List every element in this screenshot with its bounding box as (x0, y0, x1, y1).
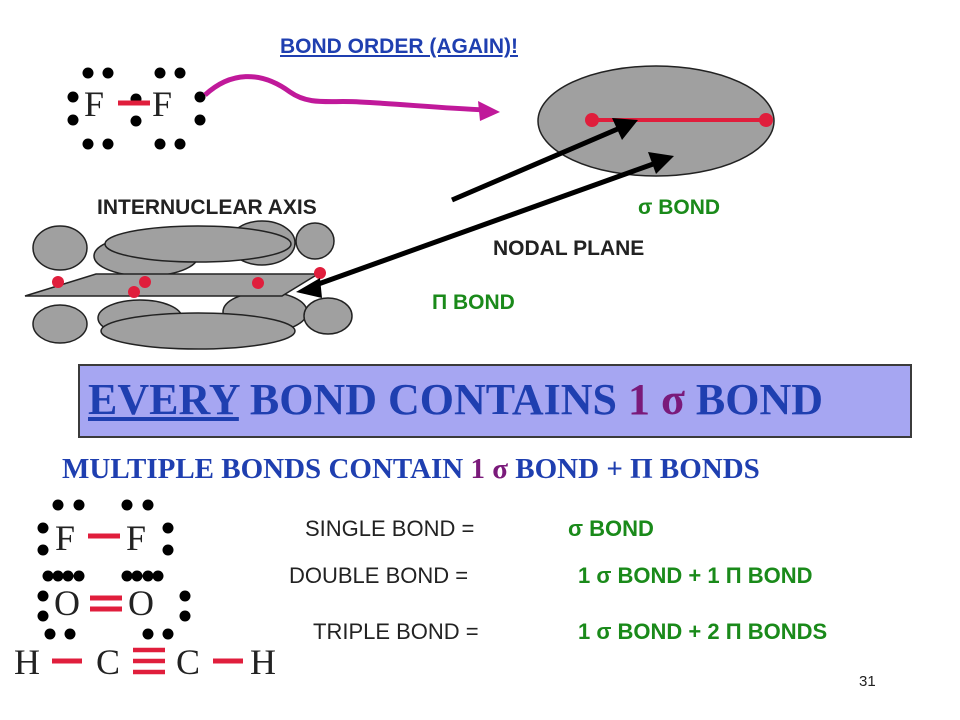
pi-nuclei (52, 267, 326, 298)
internuclear-axis-arrow (451, 125, 621, 203)
slide-title: BOND ORDER (AGAIN)! (280, 35, 518, 58)
magenta-arrow (203, 74, 487, 113)
nodal-plane-arrow (309, 160, 657, 290)
internuclear-axis-arrowhead (612, 118, 638, 140)
nodal-plane-arrowhead-top (648, 152, 674, 174)
pi-nodal-plane (24, 273, 321, 297)
banner-every: EVERY (88, 375, 239, 424)
banner-text-a: BOND CONTAINS (238, 375, 628, 424)
o2-right-atom: O (128, 583, 154, 623)
key-statement-text: EVERY BOND CONTAINS 1 σ BOND (88, 378, 823, 422)
multiple-bonds-statement: MULTIPLE BONDS CONTAIN 1 σ BOND + Π BOND… (62, 455, 760, 484)
internuclear-axis-label: INTERNUCLEAR AXIS (97, 196, 317, 219)
magenta-arrowhead (478, 101, 500, 121)
pi-bond-lobes (32, 220, 353, 350)
c2h2-c-left: C (96, 642, 121, 682)
key-statement-banner (78, 364, 912, 438)
multiple-sigma: σ (485, 453, 509, 485)
o2-lone-pair-dots (37, 590, 191, 640)
nodal-plane-arrowhead-bottom (296, 278, 322, 298)
banner-text-b: BOND (684, 375, 824, 424)
c2h2-h-left: H (14, 642, 40, 682)
double-bond-label: DOUBLE BOND = (289, 563, 469, 588)
triple-bond-value: 1 σ BOND + 2 Π BONDS (578, 619, 828, 644)
multiple-one: 1 (470, 453, 486, 485)
multiple-text-a: MULTIPLE BONDS CONTAIN (62, 453, 471, 485)
c2h2-c-right: C (176, 642, 201, 682)
multiple-text-b: BOND + Π BONDS (508, 453, 760, 485)
top-f2-left-atom: F (84, 84, 105, 124)
o2-left-atom: O (54, 583, 80, 623)
single-bond-value: σ BOND (568, 516, 654, 541)
page-number: 31 (859, 673, 876, 690)
triple-bond-label: TRIPLE BOND = (313, 619, 479, 644)
f2-right-atom: F (126, 518, 147, 558)
banner-one: 1 (627, 375, 650, 424)
nodal-plane-label: NODAL PLANE (493, 237, 645, 260)
c2h2-h-right: H (250, 642, 276, 682)
sigma-nucleus-right (759, 113, 773, 127)
single-bond-label: SINGLE BOND = (305, 516, 475, 541)
sigma-nucleus-left (585, 113, 599, 127)
f2-lone-pair-dots (37, 499, 174, 582)
double-bond-value: 1 σ BOND + 1 Π BOND (578, 563, 813, 588)
f2-left-atom: F (55, 518, 76, 558)
banner-sigma: σ (649, 375, 685, 424)
top-f2-right-atom: F (152, 84, 173, 124)
sigma-bond-label: σ BOND (638, 196, 721, 219)
pi-bond-label: Π BOND (432, 291, 515, 314)
